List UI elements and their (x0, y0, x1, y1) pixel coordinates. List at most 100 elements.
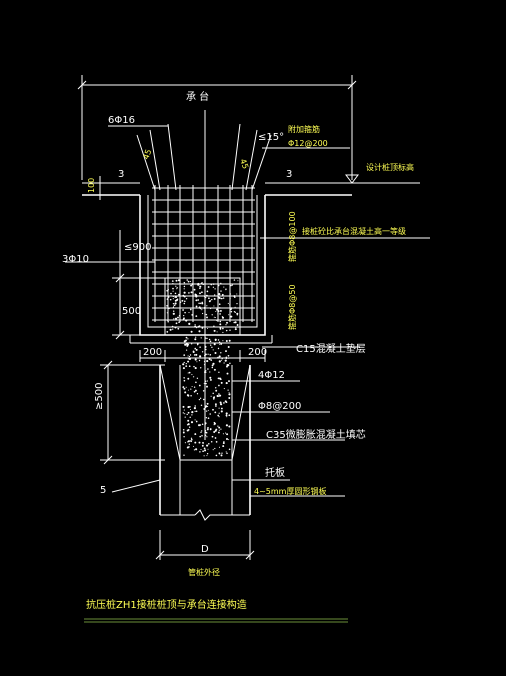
stipple-dot (209, 371, 211, 373)
stipple-dot (199, 285, 202, 288)
stipple-dot (176, 298, 179, 300)
stipple-dot (219, 343, 221, 345)
stipple-dot (235, 326, 237, 329)
stipple-dot (199, 367, 202, 369)
stipple-dot (200, 282, 202, 285)
stipple-dot (199, 292, 201, 295)
stipple-dot (210, 344, 212, 346)
stipple-dot (214, 387, 217, 389)
stipple-dot (183, 302, 186, 305)
stipple-dot (182, 295, 184, 297)
stipple-dot (183, 436, 185, 438)
stipple-dot (218, 426, 221, 429)
stipple-dot (195, 326, 198, 329)
plate-spec-label: 4~5mm厚圆形钢板 (254, 486, 326, 496)
stipple-dot (185, 298, 188, 300)
stipple-dot (174, 292, 177, 295)
stipple-dot (217, 296, 220, 298)
stipple-dot (228, 339, 231, 342)
stipple-dot (198, 359, 201, 362)
stipple-dot (226, 372, 229, 375)
stipple-dot (210, 308, 212, 310)
stipple-dot (219, 401, 222, 404)
stipple-dot (205, 337, 207, 339)
bars-4-label: 4Φ12 (258, 370, 285, 381)
stipple-dot (228, 380, 230, 383)
stipple-dot (216, 394, 219, 398)
stipple-dot (222, 297, 225, 299)
stipple-dot (212, 286, 215, 288)
stipple-dot (233, 311, 235, 313)
top-bars-label: 6Φ16 (108, 115, 135, 126)
stipple-dot (213, 424, 215, 426)
stipple-dot (182, 405, 185, 408)
stipple-dot (228, 425, 231, 428)
stipple-dot (236, 312, 239, 315)
stipple-dot (214, 429, 217, 432)
stirrup-bot-label: 箍筋Φ8@50 (287, 284, 297, 330)
stipple-dot (174, 295, 177, 298)
stipple-dot (197, 282, 200, 286)
stipple-dot (234, 306, 236, 308)
stipple-dot (199, 355, 202, 358)
stipple-dot (206, 360, 209, 363)
stipple-dot (201, 444, 204, 447)
stipple-dot (214, 403, 217, 406)
stipple-dot (218, 307, 221, 309)
stipple-dot (213, 431, 216, 433)
stipple-dot (191, 314, 194, 316)
stipple-dot (195, 420, 198, 423)
five-leader (111, 479, 161, 493)
stipple-dot (226, 452, 228, 455)
stipple-dot (212, 349, 214, 351)
stipple-dot (233, 279, 236, 281)
stipple-dot (217, 347, 220, 350)
stipple-dot (169, 328, 172, 331)
stipple-dot (189, 358, 191, 360)
stipple-dot (202, 312, 204, 315)
stipple-dot (171, 280, 174, 282)
stipple-dot (200, 431, 202, 433)
stipple-dot (219, 309, 222, 312)
stipple-dot (179, 301, 182, 304)
stipple-dot (193, 365, 195, 368)
stipple-dot (206, 380, 208, 382)
stipple-dot (216, 331, 218, 333)
stipple-dot (175, 322, 178, 325)
stipple-dot (173, 318, 175, 320)
stipple-dot (229, 297, 231, 299)
stipple-dot (212, 396, 215, 399)
stipple-dot (178, 293, 180, 296)
stipple-dot (194, 433, 197, 436)
stipple-dot (213, 316, 215, 318)
c15-label: C15混凝土垫层 (296, 342, 366, 355)
stipple-dot (189, 416, 191, 419)
stipple-dot (218, 412, 220, 414)
stipple-dot (189, 440, 191, 442)
angle-label: ≤15° (258, 132, 284, 143)
stipple-dot (228, 357, 230, 359)
stipple-dot (190, 330, 193, 333)
stipple-dot (228, 397, 231, 399)
stipple-dot (215, 310, 217, 313)
stipple-dot (211, 298, 213, 301)
stipple-dot (183, 361, 185, 364)
stipple-dot (202, 390, 205, 392)
stipple-dot (184, 413, 186, 415)
stipple-dot (183, 387, 186, 390)
stipple-dot (194, 325, 197, 328)
stipple-dot (190, 284, 193, 287)
stipple-dot (205, 370, 207, 372)
stipple-dot (167, 289, 169, 291)
stipple-dot (194, 410, 196, 412)
stipple-dot (220, 428, 222, 430)
stipple-dot (214, 351, 217, 355)
stipple-dot (178, 315, 181, 317)
stipple-dot (201, 423, 204, 426)
stipple-dot (194, 338, 197, 341)
stipple-dot (191, 414, 193, 416)
stipple-dot (204, 431, 207, 434)
stipple-dot (228, 439, 230, 441)
stipple-dot (188, 322, 191, 325)
stipple-dot (168, 307, 170, 310)
